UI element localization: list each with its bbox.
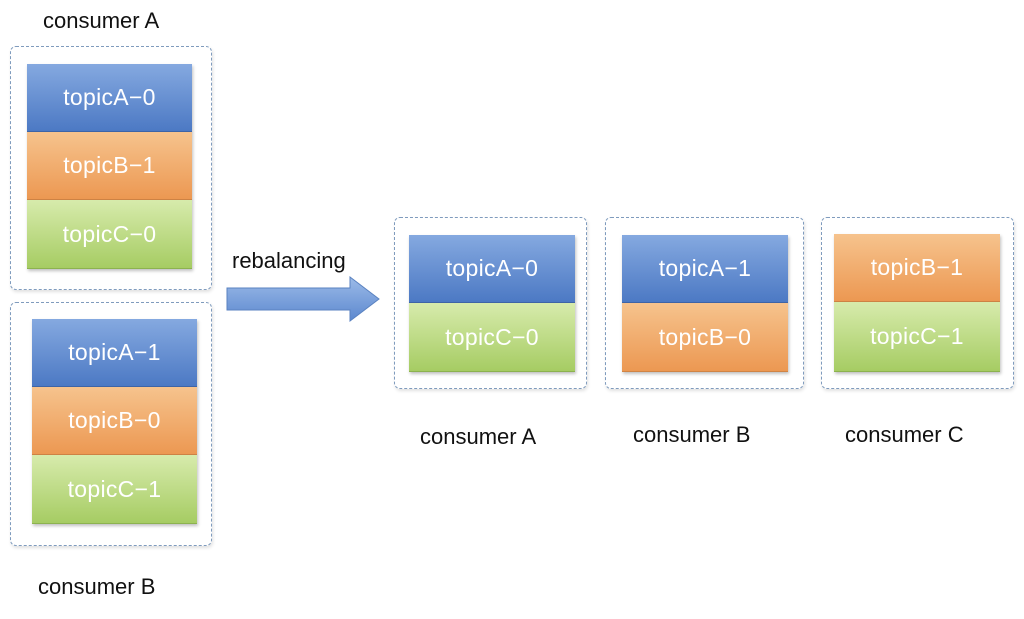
after-consumer-a-label: consumer A	[420, 424, 537, 449]
partition-block: topicB−0	[32, 387, 197, 455]
before-consumer-a-group: topicA−0 topicB−1 topicC−0	[10, 46, 212, 290]
before-consumer-a-label: consumer A	[43, 8, 160, 33]
after-consumer-b-label: consumer B	[633, 422, 751, 447]
partition-block: topicA−1	[32, 319, 197, 387]
after-consumer-b-group: topicA−1 topicB−0	[605, 217, 804, 389]
partition-block: topicC−0	[409, 303, 575, 372]
after-consumer-c-label: consumer C	[845, 422, 964, 447]
partition-block: topicB−0	[622, 303, 788, 372]
before-consumer-b-group: topicA−1 topicB−0 topicC−1	[10, 302, 212, 546]
after-consumer-a-group: topicA−0 topicC−0	[394, 217, 587, 389]
partition-block: topicB−1	[27, 132, 192, 200]
partition-block: topicC−0	[27, 200, 192, 269]
rebalancing-label: rebalancing	[232, 248, 346, 273]
partition-block: topicC−1	[32, 455, 197, 524]
partition-block: topicA−0	[27, 64, 192, 132]
partition-block: topicA−0	[409, 235, 575, 303]
partition-block: topicB−1	[834, 234, 1000, 302]
after-consumer-c-group: topicB−1 topicC−1	[821, 217, 1014, 389]
before-consumer-b-label: consumer B	[38, 574, 156, 599]
rebalancing-arrow-icon	[226, 275, 380, 323]
partition-block: topicC−1	[834, 302, 1000, 372]
partition-block: topicA−1	[622, 235, 788, 303]
